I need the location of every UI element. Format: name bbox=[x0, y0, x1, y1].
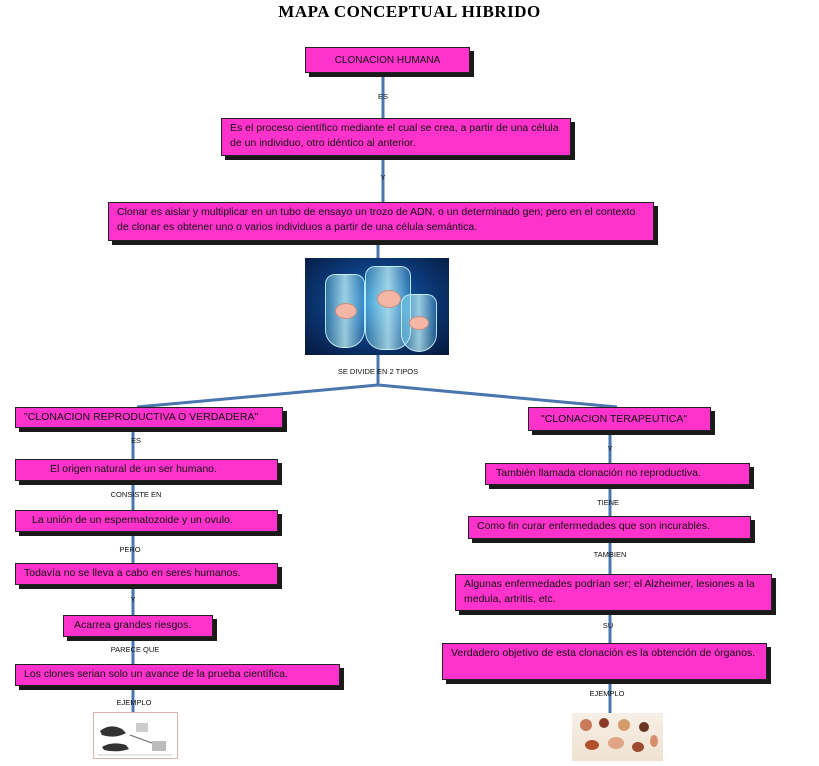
left-link-1: ES bbox=[130, 436, 141, 445]
left-node-2: La unión de un espermatozoide y un ovulo… bbox=[15, 510, 278, 532]
left-node-4: Acarrea grandes riesgos. bbox=[63, 615, 213, 637]
left-link-2: CONSISTE EN bbox=[110, 490, 162, 499]
left-node-5: Los clones serian solo un avance de la p… bbox=[15, 664, 340, 686]
right-branch-title: "CLONACION TERAPEUTICA" bbox=[528, 407, 711, 431]
right-link-4: SU bbox=[602, 621, 614, 630]
clonar-node: Clonar es aislar y multiplicar en un tub… bbox=[108, 202, 654, 241]
left-link-3: PERO bbox=[119, 545, 141, 554]
right-node-3: Algunas enfermedades podrían ser; el Alz… bbox=[455, 574, 772, 611]
right-link-1: Y bbox=[607, 444, 613, 453]
definition-node: Es el proceso científico mediante el cua… bbox=[221, 118, 571, 156]
line-divide-right bbox=[377, 383, 618, 409]
right-link-2: TIENE bbox=[596, 498, 620, 507]
left-link-4: Y bbox=[130, 595, 136, 604]
root-node: CLONACION HUMANA bbox=[305, 47, 470, 73]
link-label-es: ES bbox=[377, 92, 388, 101]
right-node-2: Como fin curar enfermedades que son incu… bbox=[468, 516, 751, 539]
page-title: MAPA CONCEPTUAL HIBRIDO bbox=[278, 2, 541, 21]
left-link-6: EJEMPLO bbox=[116, 698, 152, 707]
test-tubes-image bbox=[305, 258, 449, 355]
right-node-4: Verdadero objetivo de esta clonación es … bbox=[442, 643, 767, 680]
left-node-3: Todavía no se lleva a cabo en seres huma… bbox=[15, 563, 278, 585]
left-node-1: El origen natural de un ser humano. bbox=[15, 459, 278, 481]
divide-label: SE DIVIDE EN 2 TIPOS bbox=[337, 367, 419, 376]
left-example-image bbox=[93, 712, 178, 759]
right-link-5: EJEMPLO bbox=[589, 689, 625, 698]
right-node-1: También llamada clonación no reproductiv… bbox=[485, 463, 750, 485]
branch-lines bbox=[131, 74, 618, 713]
right-example-image bbox=[572, 713, 663, 761]
left-branch-title: "CLONACION REPRODUCTIVA O VERDADERA" bbox=[15, 407, 283, 428]
right-link-3: TAMBIEN bbox=[593, 550, 627, 559]
left-link-5: PARECE QUE bbox=[110, 645, 160, 654]
line-divide-left bbox=[136, 383, 379, 409]
link-label-y: Y bbox=[380, 173, 386, 182]
